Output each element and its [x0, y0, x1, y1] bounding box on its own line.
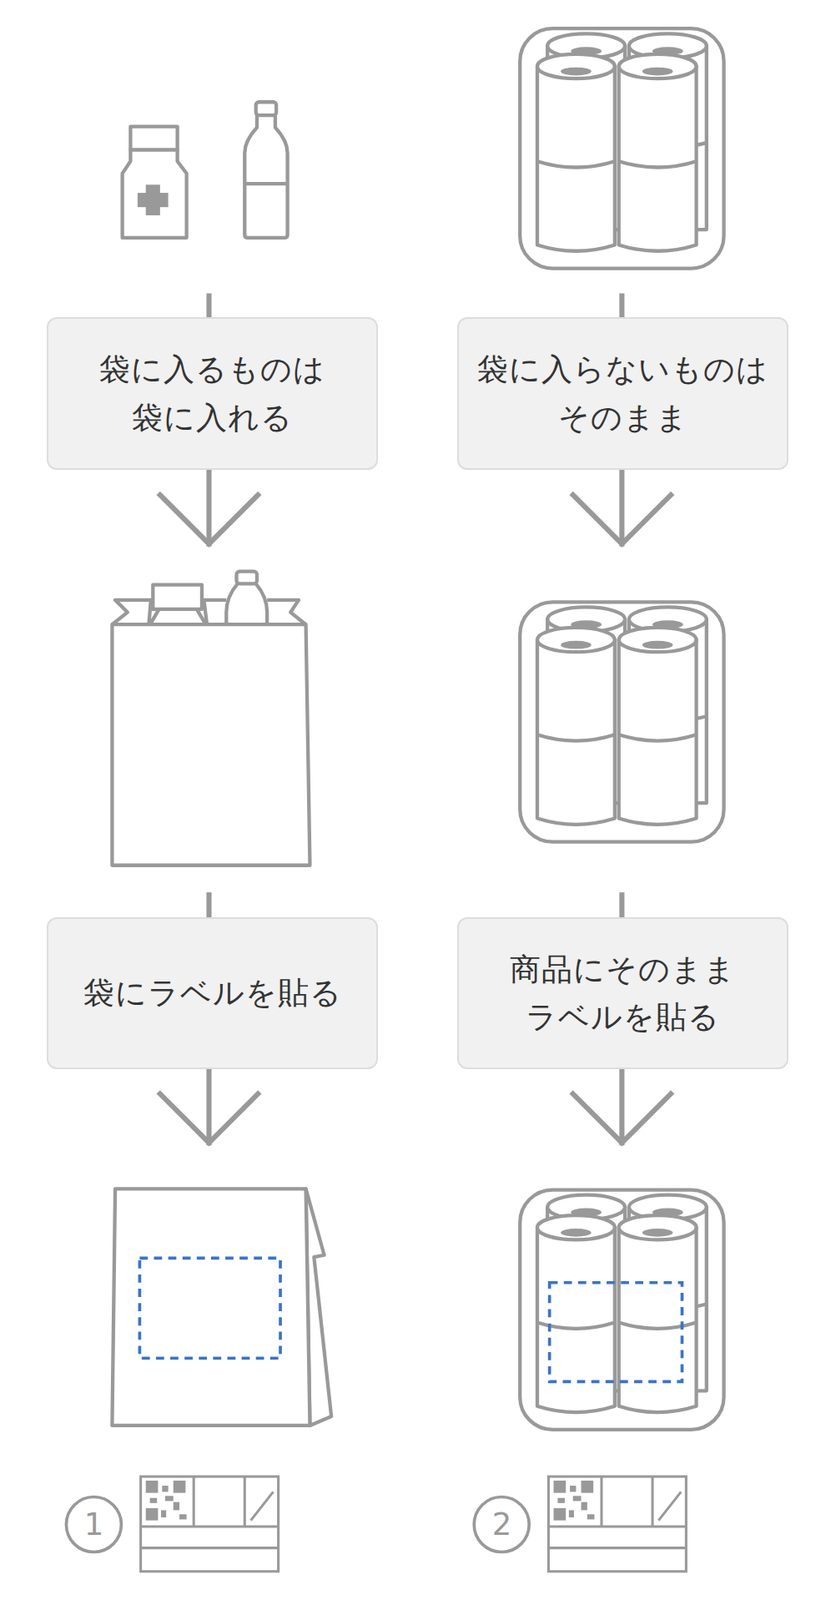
medicine-bottle: [122, 126, 187, 238]
box-text: 袋に入るものは 袋に入れる: [63, 345, 362, 442]
box-text: 袋に入らないものは そのまま: [473, 345, 772, 442]
callout-number: 1: [69, 1508, 120, 1540]
label-area: [139, 1257, 281, 1358]
label-icon: [548, 1475, 686, 1572]
label-area: [549, 1282, 683, 1382]
callout-number: 2: [477, 1508, 528, 1540]
closed-bag: [111, 1188, 332, 1426]
process-box: 袋にラベルを貼る: [46, 916, 378, 1069]
label-icon: [141, 1475, 279, 1572]
process-box: 袋に入るものは 袋に入れる: [46, 317, 378, 470]
box-text: 商品にそのまま ラベルを貼る: [473, 945, 772, 1042]
water-bottle: [244, 101, 288, 238]
process-box: 商品にそのまま ラベルを貼る: [457, 916, 789, 1069]
box-text: 袋にラベルを貼る: [83, 968, 343, 1017]
toilet-paper: [519, 28, 724, 268]
callout-circle: [65, 1496, 121, 1552]
bag-with-items: [111, 571, 310, 866]
toilet-paper: [519, 601, 724, 842]
toilet-paper: [519, 1189, 724, 1430]
callout-circle: [473, 1496, 529, 1552]
process-box: 袋に入らないものは そのまま: [457, 317, 789, 470]
